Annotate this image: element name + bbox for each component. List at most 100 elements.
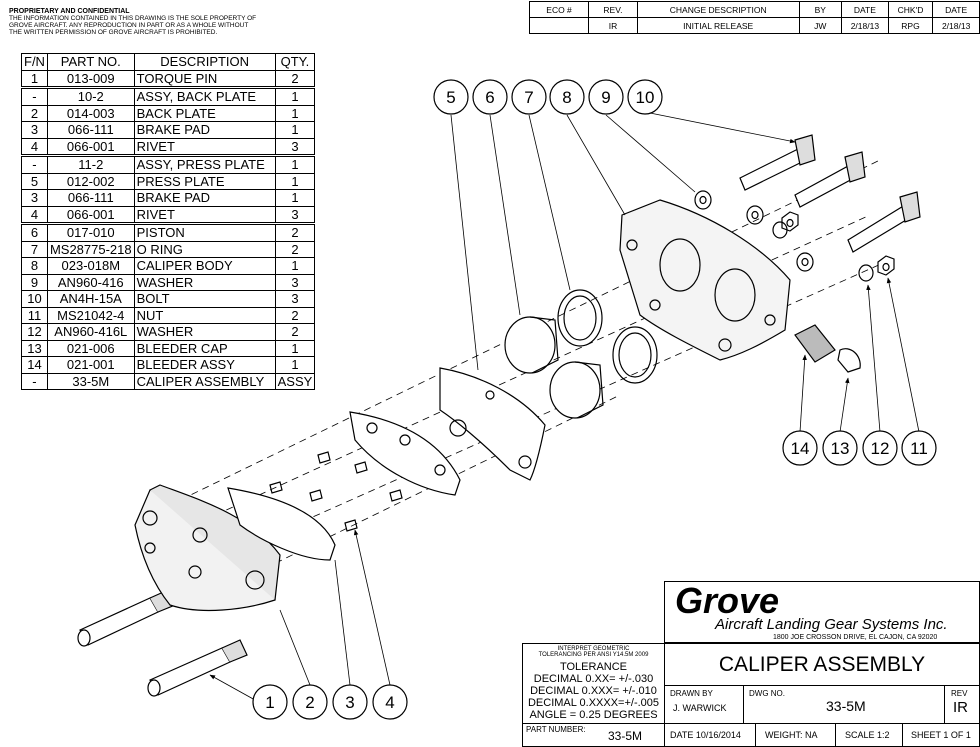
- callout-balloon-6: 6: [472, 79, 508, 115]
- o-ring: [557, 289, 603, 347]
- bom-fn: 12: [21, 323, 48, 341]
- bom-part-no: AN960-416: [46, 273, 135, 291]
- bom-description: PISTON: [133, 222, 276, 242]
- company-address: 1800 JOE CROSSON DRIVE, EL CAJON, CA 920…: [773, 634, 938, 641]
- bom-header: F/N: [21, 53, 48, 71]
- dwg-no-label: DWG NO.: [749, 689, 785, 698]
- callout-balloon-11: 11: [901, 430, 937, 466]
- press-plate: [439, 367, 546, 481]
- bom-part-no: 10-2: [46, 86, 135, 106]
- callout-balloon-14: 14: [782, 430, 818, 466]
- title-cell: CALIPER ASSEMBLY: [664, 643, 980, 686]
- bom-qty: 1: [274, 172, 316, 190]
- o-ring: [612, 326, 658, 384]
- bom-description: PRESS PLATE: [133, 172, 276, 190]
- balloon-label: 5: [446, 88, 455, 107]
- balloon-label: 9: [601, 88, 610, 107]
- confidential-notice: PROPRIETARY AND CONFIDENTIAL THE INFORMA…: [9, 8, 259, 36]
- bom-fn: 10: [21, 290, 48, 308]
- company-block: Grove Aircraft Landing Gear Systems Inc.…: [664, 580, 980, 643]
- tolerance-note: TOLERANCING PER ANSI Y14.5M 2009: [538, 652, 649, 658]
- bom-part-no: 017-010: [46, 222, 135, 242]
- bleeder-cap: [837, 348, 861, 373]
- callout-balloon-4: 4: [372, 684, 408, 720]
- balloon-label: 3: [345, 693, 354, 712]
- dwg-no-value: 33-5M: [826, 698, 866, 714]
- callout-balloon-12: 12: [862, 430, 898, 466]
- washers: [694, 190, 814, 272]
- tolerance-label: TOLERANCE: [559, 661, 628, 673]
- revision-cell: INITIAL RELEASE: [636, 17, 800, 34]
- drawn-by-cell: DRAWN BY J. WARWICK: [664, 685, 744, 724]
- callout-balloon-13: 13: [822, 430, 858, 466]
- tolerance-line: DECIMAL 0.XX= +/-.030: [533, 673, 654, 685]
- part-number-cell: PART NUMBER: 33-5M: [522, 723, 665, 747]
- bom-header: DESCRIPTION: [133, 53, 276, 71]
- callout-balloon-7: 7: [511, 79, 547, 115]
- balloon-label: 1: [265, 693, 274, 712]
- rev-cell: REV IR: [944, 685, 980, 724]
- callout-balloon-10: 10: [627, 79, 663, 115]
- bom-description: BLEEDER CAP: [133, 339, 276, 357]
- bom-fn: 4: [21, 137, 48, 156]
- tolerance-line: ANGLE = 0.25 DEGREES: [529, 709, 658, 721]
- date-cell: DATE 10/16/2014: [664, 723, 756, 747]
- bleeder-assembly: [794, 324, 836, 363]
- bom-description: WASHER: [133, 323, 276, 341]
- revision-cell: 2/18/13: [932, 17, 980, 34]
- part-number-value: 33-5M: [608, 729, 643, 743]
- bom-description: RIVET: [133, 205, 276, 224]
- balloon-label: 14: [791, 439, 810, 458]
- drawn-by-value: J. WARWICK: [673, 703, 727, 713]
- callout-balloon-2: 2: [292, 684, 328, 720]
- confidential-title: PROPRIETARY AND CONFIDENTIAL: [9, 8, 130, 15]
- bom-fn: -: [21, 372, 48, 390]
- torque-pin: [77, 589, 176, 647]
- confidential-line: THE INFORMATION CONTAINED IN THIS DRAWIN…: [9, 15, 257, 22]
- bom-part-no: MS21042-4: [46, 306, 135, 324]
- bom-qty: 2: [274, 222, 316, 242]
- dwg-no-cell: DWG NO. 33-5M: [743, 685, 945, 724]
- leader-lines: [209, 111, 920, 701]
- balloon-label: 8: [562, 88, 571, 107]
- bom-part-no: 012-002: [46, 172, 135, 190]
- weight-cell: WEIGHT: NA: [755, 723, 836, 747]
- revision-table: ECO # REV. CHANGE DESCRIPTION BY DATE CH…: [528, 1, 980, 34]
- balloon-label: 7: [524, 88, 533, 107]
- callout-balloon-3: 3: [332, 684, 368, 720]
- drawn-by-label: DRAWN BY: [670, 689, 713, 698]
- nuts-and-washers: [772, 211, 895, 282]
- bom-description: TORQUE PIN: [133, 69, 276, 88]
- sheet-cell: SHEET 1 OF 1: [902, 723, 980, 747]
- confidential-line: GROVE AIRCRAFT. ANY REPRODUCTION IN PART…: [9, 22, 249, 29]
- balloon-label: 10: [636, 88, 655, 107]
- bom-qty: 2: [274, 323, 316, 341]
- company-subtitle: Aircraft Landing Gear Systems Inc.: [715, 616, 948, 633]
- revision-cell: RPG: [887, 17, 934, 34]
- company-logo: Grove: [675, 580, 780, 621]
- sheet-value: SHEET 1 OF 1: [911, 730, 971, 740]
- bolts: [739, 134, 921, 253]
- tolerance-note: INTERPRET GEOMETRIC: [557, 646, 630, 652]
- tolerance-line: DECIMAL 0.XXX= +/-.010: [530, 685, 657, 697]
- callout-balloon-8: 8: [549, 79, 585, 115]
- bom-description: BACK PLATE: [133, 104, 276, 122]
- rev-value: IR: [953, 699, 968, 716]
- confidential-line: THE WRITTEN PERMISSION OF GROVE AIRCRAFT…: [9, 29, 218, 36]
- balloon-label: 13: [831, 439, 850, 458]
- piston: [504, 316, 559, 374]
- rev-label: REV: [951, 689, 968, 698]
- scale-value: SCALE 1:2: [845, 730, 890, 740]
- revision-cell: [528, 17, 590, 34]
- bom-fn: 14: [21, 356, 48, 374]
